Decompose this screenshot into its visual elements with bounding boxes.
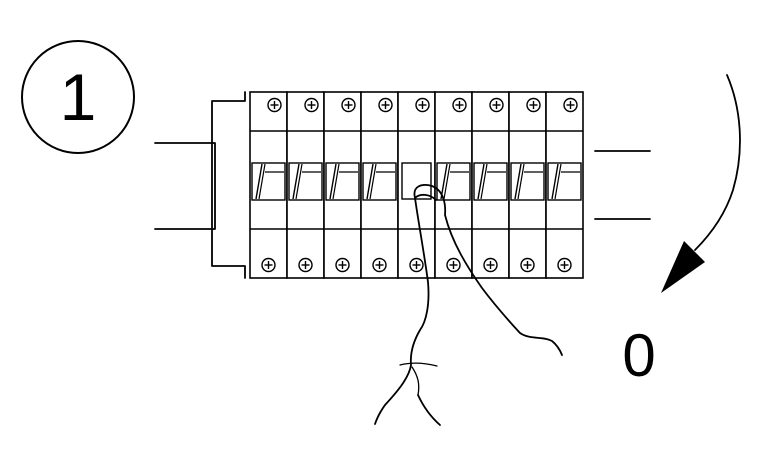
breaker-switch[interactable] <box>547 162 582 201</box>
breaker-module <box>323 91 362 279</box>
terminal-screw-icon <box>452 97 467 113</box>
breaker-row <box>249 91 584 279</box>
breaker-switch[interactable] <box>288 162 323 201</box>
terminal-screw-icon <box>520 257 535 273</box>
terminal-screw-icon <box>335 257 350 273</box>
terminal-screw-icon <box>298 257 313 273</box>
terminal-screw-icon <box>489 97 504 113</box>
breaker-switch[interactable] <box>473 162 508 201</box>
din-rail <box>154 142 651 230</box>
hand <box>374 184 563 426</box>
breaker-switch[interactable] <box>401 162 432 200</box>
breaker-housing <box>211 91 246 279</box>
terminal-screw-icon <box>378 97 393 113</box>
breaker-module <box>471 91 510 279</box>
breaker-switch[interactable] <box>325 162 360 201</box>
terminal-screw-icon <box>372 257 387 273</box>
step-badge: 1 <box>21 40 135 154</box>
breaker-module <box>434 91 473 279</box>
breaker-switch[interactable] <box>362 162 397 201</box>
clockwise-arrow <box>661 74 741 293</box>
terminal-screw-icon <box>563 97 578 113</box>
breaker-switch[interactable] <box>510 162 545 201</box>
breaker-module <box>286 91 325 279</box>
terminal-screw-icon <box>483 257 498 273</box>
terminal-screw-icon <box>415 97 430 113</box>
terminal-screw-icon <box>409 257 424 273</box>
terminal-screw-icon <box>446 257 461 273</box>
breaker-module <box>249 91 288 279</box>
terminal-screw-icon <box>304 97 319 113</box>
off-state-label: 0 <box>622 322 655 389</box>
breaker-module <box>508 91 547 279</box>
breaker-switch[interactable] <box>251 162 286 201</box>
arrow-head <box>661 241 705 293</box>
terminal-screw-icon <box>267 97 282 113</box>
terminal-screw-icon <box>557 257 572 273</box>
step-number: 1 <box>60 60 97 134</box>
terminal-screw-icon <box>261 257 276 273</box>
breaker-module <box>360 91 399 279</box>
terminal-screw-icon <box>526 97 541 113</box>
breaker-switch[interactable] <box>436 162 471 201</box>
terminal-screw-icon <box>341 97 356 113</box>
breaker-module <box>545 91 584 279</box>
